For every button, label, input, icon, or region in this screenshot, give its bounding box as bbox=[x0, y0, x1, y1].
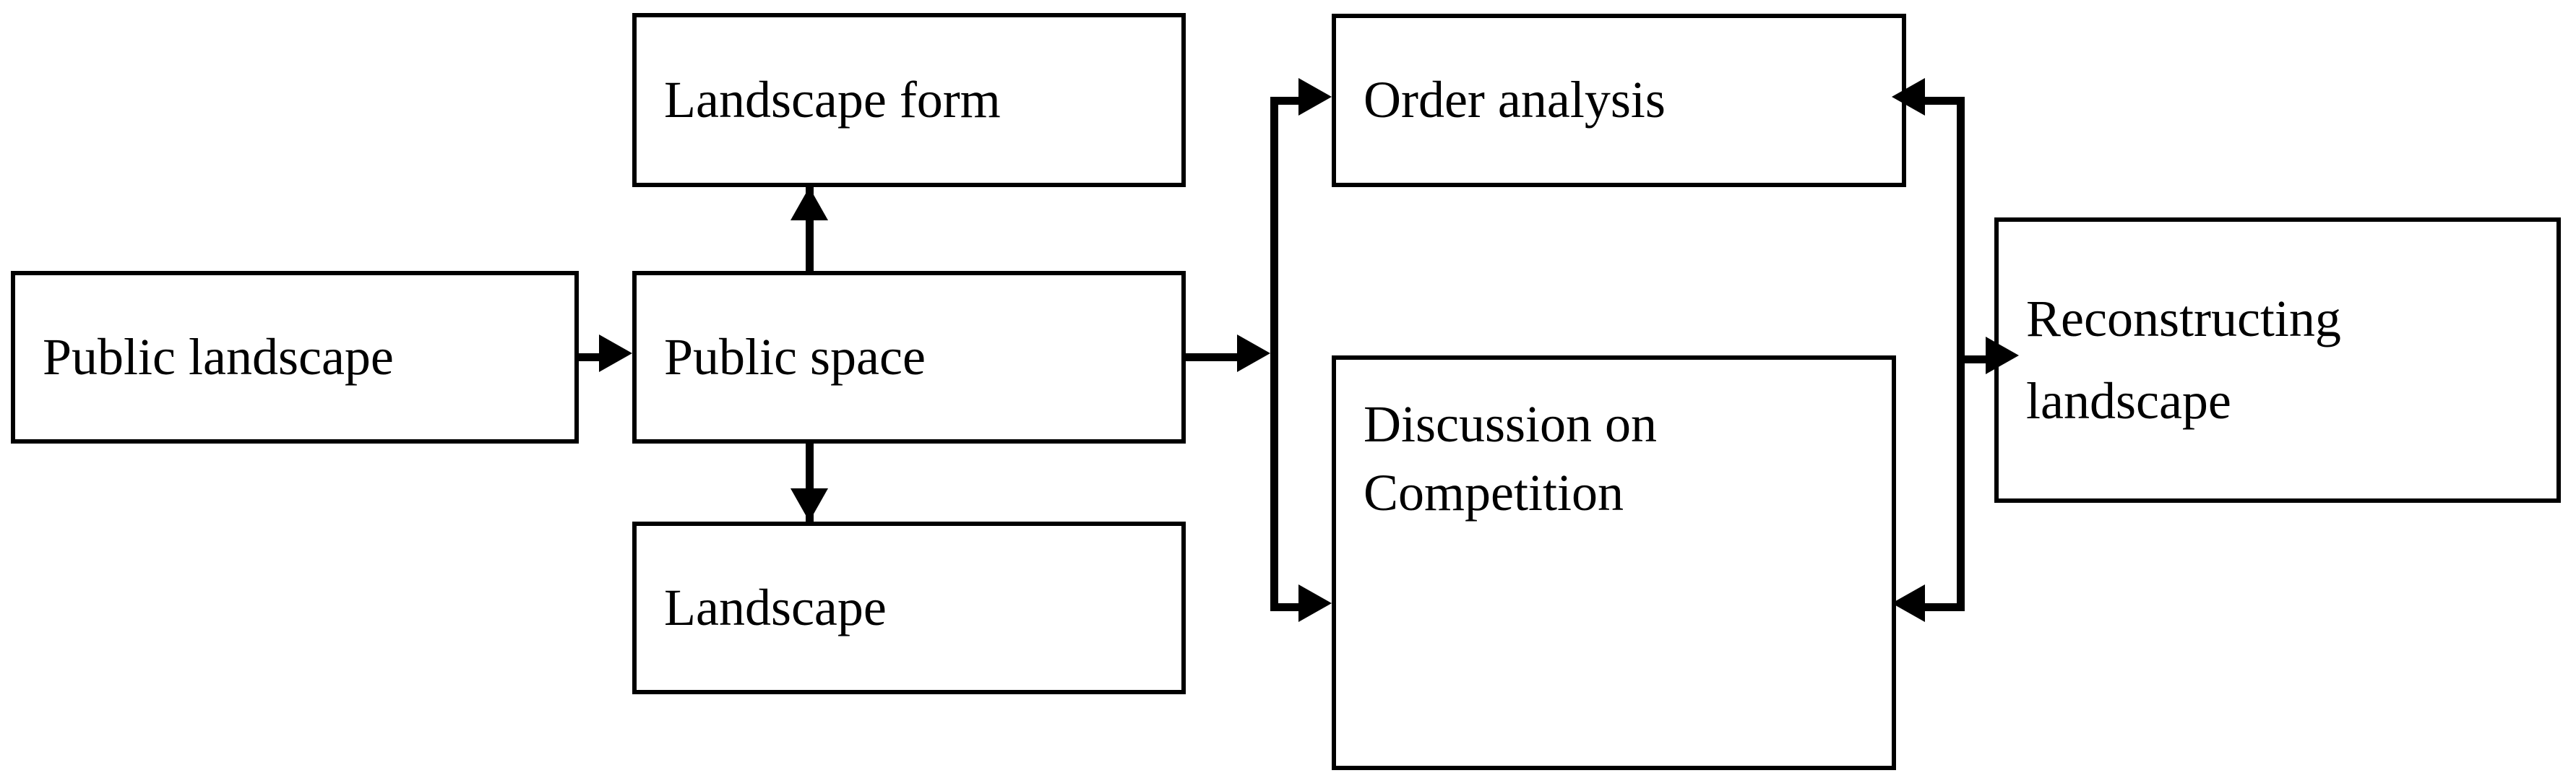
node-landscape-form-label: Landscape form bbox=[664, 70, 1001, 129]
node-reconstructing-landscape-label: Reconstructing landscape bbox=[2026, 289, 2341, 430]
node-public-landscape[interactable]: Public landscape bbox=[11, 271, 579, 444]
node-public-space-label: Public space bbox=[664, 327, 926, 386]
node-discussion-on-competition-label: Discussion on Competition bbox=[1364, 395, 1658, 522]
edge-return-to-discussion-line bbox=[1922, 603, 1961, 611]
branch-junction-spine bbox=[1270, 97, 1278, 611]
arrow-right-icon-branch-junction bbox=[1237, 334, 1270, 372]
node-landscape-form[interactable]: Landscape form bbox=[632, 13, 1186, 187]
node-discussion-on-competition[interactable]: Discussion on Competition bbox=[1332, 355, 1896, 770]
return-junction-spine bbox=[1957, 97, 1965, 611]
edge-return-to-order-analysis-line bbox=[1922, 97, 1961, 105]
edge-public-landscape-to-public-space-line bbox=[579, 353, 606, 361]
node-public-space[interactable]: Public space bbox=[632, 271, 1186, 444]
arrow-down-icon-landscape bbox=[791, 488, 828, 522]
edge-branch-to-order-analysis-line bbox=[1270, 97, 1314, 105]
edge-public-space-to-landscape-form-line bbox=[806, 187, 814, 271]
arrow-right-icon-order-analysis bbox=[1298, 78, 1332, 116]
node-landscape-label: Landscape bbox=[664, 578, 887, 636]
arrow-up-icon-landscape-form bbox=[791, 187, 828, 220]
arrow-right-icon-reconstructing-landscape bbox=[1986, 337, 2019, 374]
arrow-left-icon-discussion bbox=[1892, 584, 1925, 622]
arrow-right-icon-public-space bbox=[599, 334, 632, 372]
edge-public-space-to-landscape-line bbox=[806, 444, 814, 522]
arrow-left-icon-order-analysis bbox=[1892, 78, 1925, 116]
node-landscape[interactable]: Landscape bbox=[632, 522, 1186, 694]
node-public-landscape-label: Public landscape bbox=[43, 327, 394, 386]
edge-branch-to-discussion-line bbox=[1270, 603, 1314, 611]
node-reconstructing-landscape[interactable]: Reconstructing landscape bbox=[1994, 217, 2561, 503]
arrow-right-icon-discussion bbox=[1298, 584, 1332, 622]
node-order-analysis-label: Order analysis bbox=[1364, 71, 1666, 129]
node-order-analysis[interactable]: Order analysis bbox=[1332, 14, 1906, 187]
edge-public-space-to-branch-line bbox=[1186, 353, 1242, 361]
